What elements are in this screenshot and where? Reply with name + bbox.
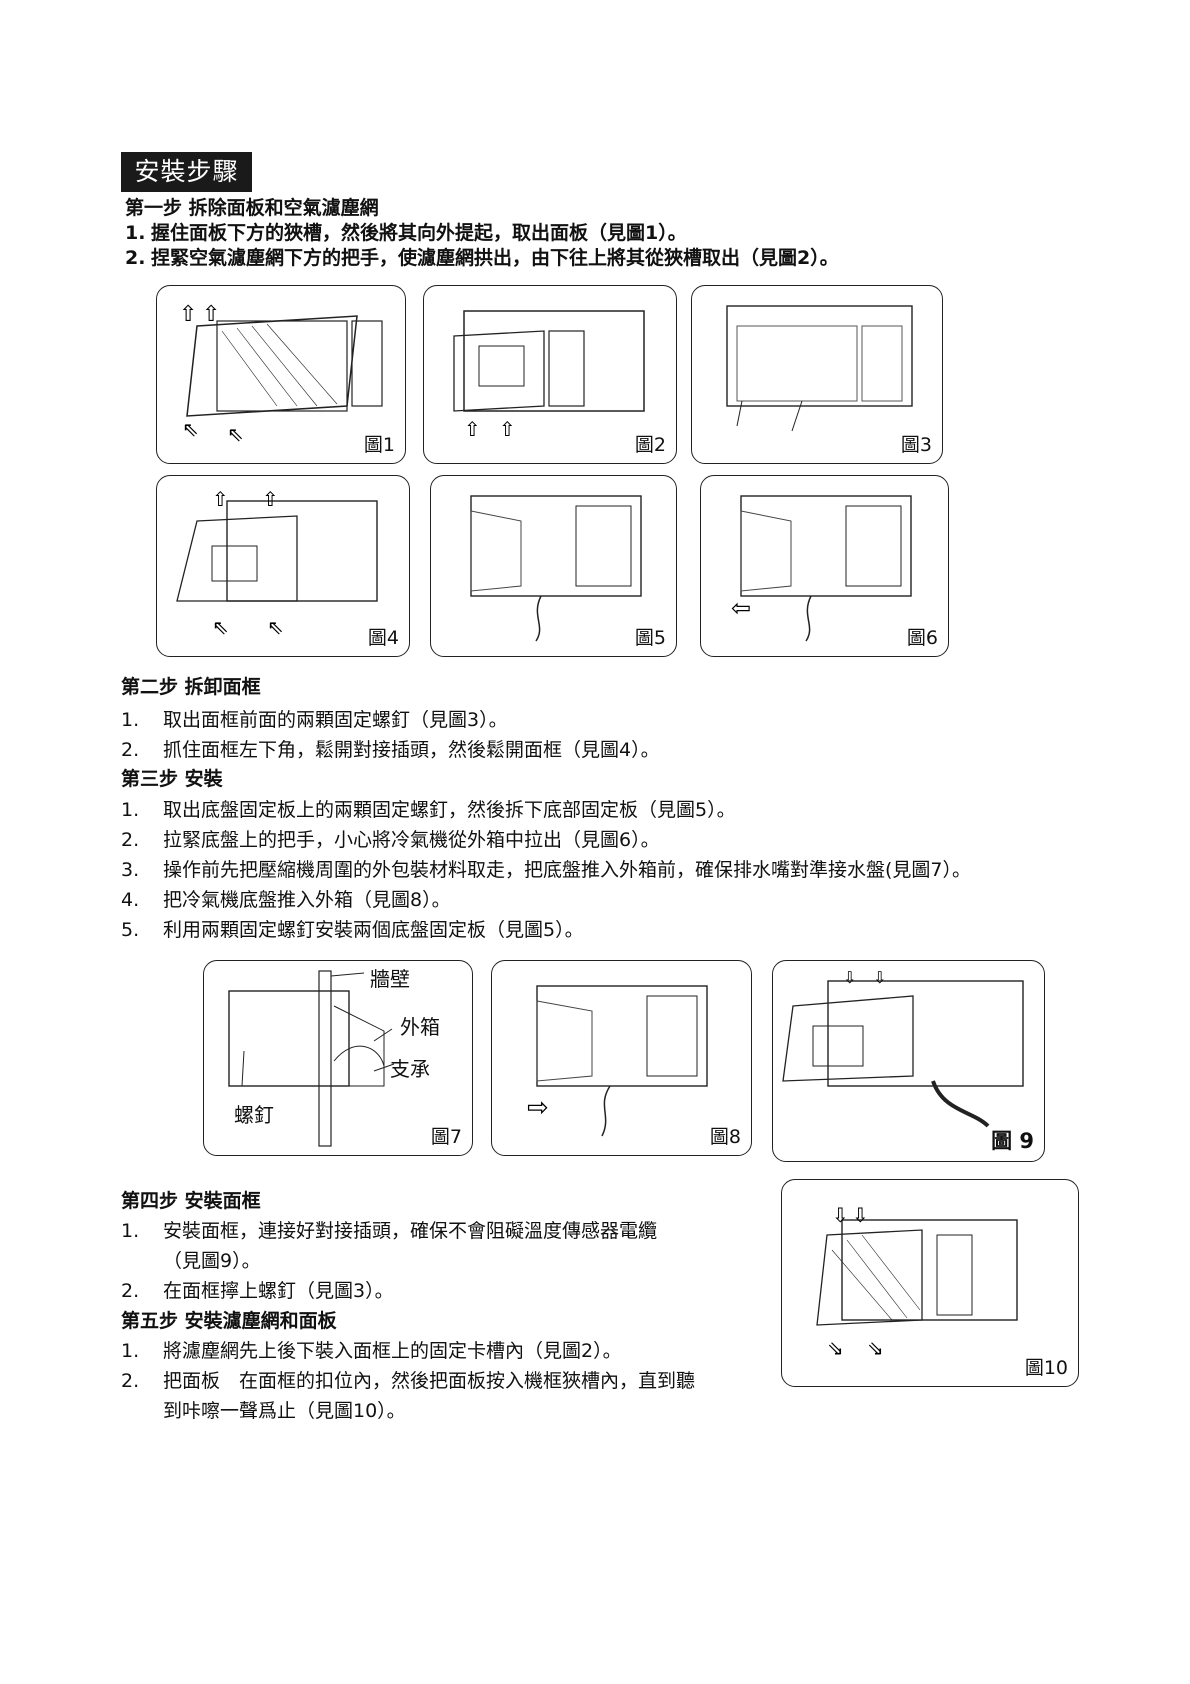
step2-item-1: 1.取出面框前面的兩顆固定螺釘（見圖3）。 <box>121 709 508 731</box>
callout-support: 支承 <box>390 1057 430 1081</box>
step1-item-2: 2.捏緊空氣濾塵網下方的把手，使濾塵網拱出，由下往上將其從狹槽取出（見圖2）。 <box>125 247 839 269</box>
ac-chassis-pull-illustration: ⇦ <box>731 495 912 642</box>
down-arrow-icon: ⇩ <box>873 968 886 987</box>
pull-arrow-icon: ⇖ <box>227 422 244 446</box>
push-arrow-icon: ⇘ <box>827 1336 844 1360</box>
step4-heading: 第四步 安裝面框 <box>121 1190 261 1212</box>
step5-heading: 第五步 安裝濾塵網和面板 <box>121 1310 337 1332</box>
step5-item-1: 1.將濾塵網先上後下裝入面框上的固定卡槽內（見圖2）。 <box>121 1340 622 1362</box>
step3-item-3: 3.操作前先把壓縮機周圍的外包裝材料取走，把底盤推入外箱前，確保排水嘴對準接水盤… <box>121 859 972 881</box>
ac-chassis-illustration <box>470 495 642 642</box>
step1-heading: 第一步 拆除面板和空氣濾塵網 <box>125 197 379 219</box>
callout-outer-case: 外箱 <box>400 1015 440 1039</box>
step5-item-2: 2.把面板 在面框的扣位內，然後把面板按入機框狹槽內，直到聽 <box>121 1370 696 1392</box>
callout-wall: 牆壁 <box>370 967 410 991</box>
figure-4: ⇧ ⇧ ⇖ ⇖ 圖4 <box>156 475 410 657</box>
figure-label: 圖5 <box>634 627 666 649</box>
figure-label: 圖4 <box>367 627 399 649</box>
figure-2: ⇧ ⇧ 圖2 <box>423 285 677 464</box>
ac-frame-install-illustration: ⇩ ⇩ <box>782 968 1024 1128</box>
figure-label: 圖7 <box>430 1126 462 1148</box>
ac-frame-removal-illustration: ⇧ ⇧ ⇖ ⇖ <box>176 487 378 639</box>
down-arrow-icon: ⇩ <box>832 1203 849 1227</box>
left-arrow-icon: ⇦ <box>731 594 751 622</box>
figure-label: 圖2 <box>634 434 666 456</box>
figure-3: 圖3 <box>691 285 943 464</box>
up-arrow-icon: ⇧ <box>499 417 516 441</box>
ac-push-in-illustration: ⇨ <box>527 985 708 1137</box>
up-arrow-icon: ⇧ <box>212 487 229 511</box>
section-title: 安裝步驟 <box>121 152 252 192</box>
step1-item-1: 1.握住面板下方的狹槽，然後將其向外提起，取出面板（見圖1）。 <box>125 222 687 244</box>
down-arrow-icon: ⇩ <box>843 968 856 987</box>
step3-item-5: 5.利用兩顆固定螺釘安裝兩個底盤固定板（見圖5）。 <box>121 919 584 941</box>
pull-arrow-icon: ⇖ <box>267 615 284 639</box>
ac-filter-illustration: ⇧ ⇧ <box>453 310 645 441</box>
up-arrow-icon: ⇧ <box>464 417 481 441</box>
ac-frame-illustration <box>726 305 913 432</box>
push-arrow-icon: ⇘ <box>867 1336 884 1360</box>
figure-7: 牆壁 外箱 支承 螺釘 圖7 <box>203 960 473 1156</box>
up-arrow-icon: ⇧ <box>202 302 220 327</box>
right-arrow-icon: ⇨ <box>527 1093 549 1123</box>
up-arrow-icon: ⇧ <box>179 302 197 327</box>
figure-label: 圖8 <box>709 1126 741 1148</box>
figure-8: ⇨ 圖8 <box>491 960 752 1156</box>
ac-unit-illustration: ⇧ ⇧ ⇖ ⇖ <box>179 302 383 446</box>
step3-item-2: 2.拉緊底盤上的把手，小心將冷氣機從外箱中拉出（見圖6）。 <box>121 829 660 851</box>
figure-1: ⇧ ⇧ ⇖ ⇖ 圖1 <box>156 285 406 464</box>
figure-5: 圖5 <box>430 475 677 657</box>
figure-label: 圖1 <box>363 434 395 456</box>
pull-arrow-icon: ⇖ <box>212 615 229 639</box>
up-arrow-icon: ⇧ <box>262 487 279 511</box>
wall-installation-illustration <box>228 970 395 1147</box>
ac-panel-install-illustration: ⇩ ⇩ ⇘ ⇘ <box>816 1203 1018 1360</box>
step4-item-1-cont: （見圖9）。 <box>163 1250 261 1272</box>
step5-item-2-cont: 到咔嚓一聲爲止（見圖10）。 <box>163 1400 406 1422</box>
figure-label: 圖 9 <box>991 1129 1034 1153</box>
step3-item-4: 4.把冷氣機底盤推入外箱（見圖8）。 <box>121 889 451 911</box>
figure-9: ⇩ ⇩ 圖 9 <box>772 960 1045 1162</box>
callout-screw: 螺釘 <box>234 1103 274 1127</box>
step3-heading: 第三步 安裝 <box>121 768 223 790</box>
figure-label: 圖10 <box>1024 1357 1068 1379</box>
step4-item-2: 2.在面框擰上螺釘（見圖3）。 <box>121 1280 394 1302</box>
step2-item-2: 2.抓住面框左下角，鬆開對接插頭，然後鬆開面框（見圖4）。 <box>121 739 660 761</box>
step2-heading: 第二步 拆卸面框 <box>121 676 261 698</box>
figure-label: 圖3 <box>900 434 932 456</box>
figure-6: ⇦ 圖6 <box>700 475 949 657</box>
down-arrow-icon: ⇩ <box>852 1203 869 1227</box>
figure-10: ⇩ ⇩ ⇘ ⇘ 圖10 <box>781 1179 1079 1387</box>
pull-arrow-icon: ⇖ <box>182 417 199 441</box>
step3-item-1: 1.取出底盤固定板上的兩顆固定螺釘，然後拆下底部固定板（見圖5）。 <box>121 799 736 821</box>
step4-item-1: 1.安裝面框，連接好對接插頭，確保不會阻礙溫度傳感器電纜 <box>121 1220 658 1242</box>
figure-label: 圖6 <box>906 627 938 649</box>
